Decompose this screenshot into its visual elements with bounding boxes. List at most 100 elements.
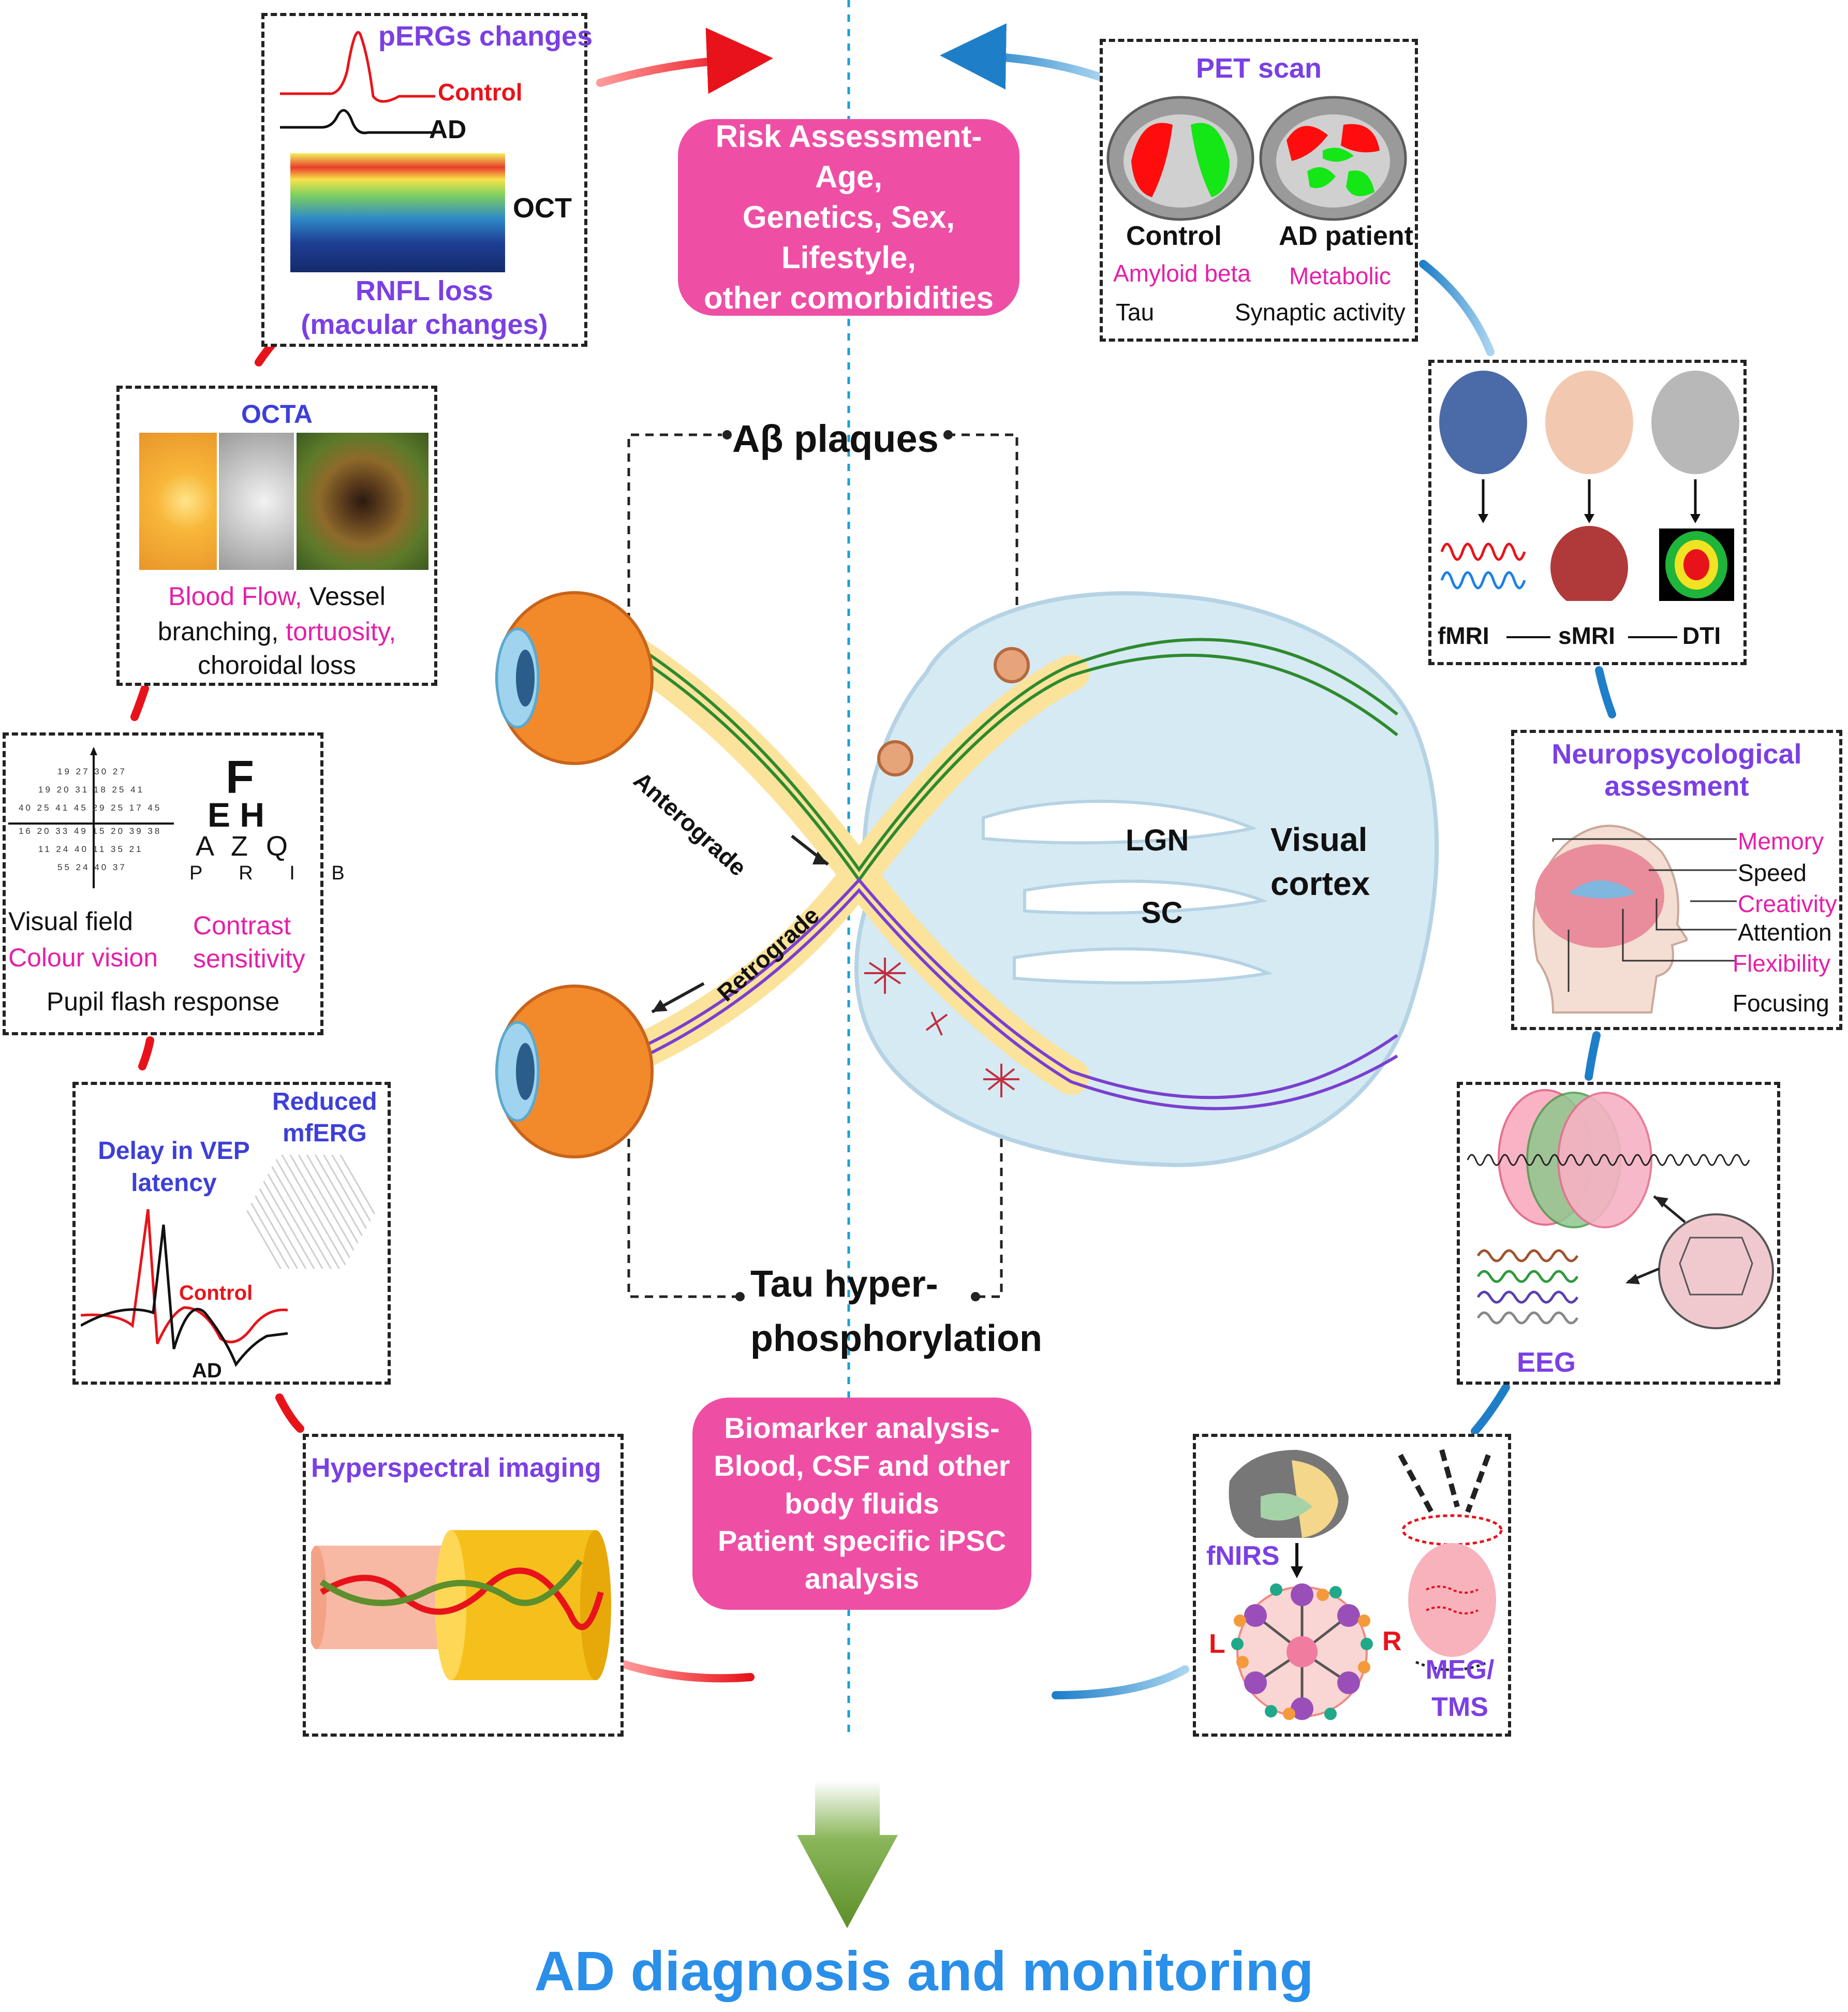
mferg-pattern-icon xyxy=(246,1155,376,1269)
tau-label: Tau xyxy=(1116,299,1155,326)
biomarker-line-5: analysis xyxy=(804,1562,920,1595)
lgn-label: LGN xyxy=(1126,824,1189,857)
visual-cortex-label-1: Visual xyxy=(1270,821,1368,858)
tortuosity-text: tortuosity, xyxy=(286,617,396,646)
eeg-illustration xyxy=(1467,1089,1774,1329)
vf-row-6: 55 24 40 37 xyxy=(57,862,127,872)
vessel-text: Vessel xyxy=(302,582,386,611)
biomarker-line-2: Blood, CSF and other xyxy=(714,1449,1010,1482)
biomarker-line-3: body fluids xyxy=(785,1487,939,1520)
contrast-label-2: sensitivity xyxy=(193,944,305,973)
vf-row-3: 40 25 41 45 29 25 17 45 xyxy=(19,803,162,813)
dti-label: DTI xyxy=(1682,622,1721,649)
synaptic-label: Synaptic activity xyxy=(1235,299,1406,326)
perg-title: pERGs changes xyxy=(378,21,593,52)
mri-connector-lines xyxy=(1506,636,1677,638)
pet-control-label: Control xyxy=(1126,221,1222,251)
rnfl-line-2: (macular changes) xyxy=(301,309,548,340)
visual-field-axes xyxy=(8,747,174,888)
creativity-label: Creativity xyxy=(1738,890,1837,917)
pet-box: PET scan Control AD patient Amyloid beta… xyxy=(1100,39,1418,342)
biomarker-line-1: Biomarker analysis- xyxy=(724,1412,1000,1444)
attention-label: Attention xyxy=(1738,919,1832,946)
fnirs-illustration xyxy=(1229,1449,1503,1720)
pet-title: PET scan xyxy=(1195,53,1322,84)
vf-row-1: 19 27 30 27 xyxy=(57,767,127,776)
fnirs-box: fNIRS L R MEG/ TMS xyxy=(1193,1434,1511,1737)
octa-line-1: Blood Flow, Vessel xyxy=(120,581,434,611)
neuro-title-2: assesment xyxy=(1604,771,1749,802)
eye-chart-row-3: A Z Q xyxy=(196,831,293,862)
octa-line-2: branching, tortuosity, xyxy=(120,616,434,647)
branching-text: branching, xyxy=(157,617,286,646)
focusing-label: Focusing xyxy=(1733,990,1829,1017)
tau-label-2: phosphorylation xyxy=(750,1318,1042,1359)
pet-ad-label: AD patient xyxy=(1279,221,1413,251)
octa-box: OCTA Blood Flow, Vessel branching, tortu… xyxy=(116,386,437,686)
delay-label-2: latency xyxy=(131,1169,217,1197)
eye-chart-row-4: P R I B xyxy=(189,862,360,884)
perg-box: pERGs changes Control AD OCT RNFL loss (… xyxy=(261,13,593,347)
down-arrow-icon xyxy=(797,1781,898,1928)
neuro-box: Neuropsycological assesment Memory Speed… xyxy=(1511,730,1842,1030)
pupil-label: Pupil flash response xyxy=(46,987,280,1016)
hyperspectral-title: Hyperspectral imaging xyxy=(311,1453,601,1483)
octa-title: OCTA xyxy=(241,400,313,429)
vf-row-4: 16 20 33 49 15 20 39 38 xyxy=(19,826,162,836)
visual-field-label: Visual field xyxy=(8,907,133,936)
eye-chart-row-2: E H xyxy=(208,796,265,834)
blood-flow-text: Blood Flow, xyxy=(168,582,302,611)
perg-control-label: Control xyxy=(438,79,523,106)
reduced-label-1: Reduced xyxy=(272,1088,377,1115)
tangle-icon xyxy=(864,958,1019,1097)
oct-label: OCT xyxy=(513,193,572,224)
vep-box: Reduced mfERG Delay in VEP latency Contr… xyxy=(72,1082,391,1385)
abeta-plaques-label: Aβ plaques xyxy=(732,417,939,460)
fa-image xyxy=(219,433,294,570)
fmri-label: fMRI xyxy=(1438,622,1489,649)
biomarker-line-4: Patient specific iPSC xyxy=(717,1524,1007,1558)
memory-label: Memory xyxy=(1738,828,1824,855)
rnfl-line-1: RNFL loss xyxy=(355,275,494,306)
sc-label: SC xyxy=(1141,896,1183,930)
eeg-box: EEG xyxy=(1457,1082,1780,1385)
vep-ad-label: AD xyxy=(192,1359,222,1382)
colour-vision-label: Colour vision xyxy=(8,943,158,972)
tau-label-1: Tau hyper- xyxy=(750,1264,938,1305)
hyperspectral-box: Hyperspectral imaging xyxy=(303,1434,624,1737)
plaque-icon xyxy=(877,740,913,776)
risk-assessment-box: Risk Assessment-Age, Genetics, Sex, Life… xyxy=(678,119,1019,316)
smri-label: sMRI xyxy=(1558,622,1615,649)
footer-title: AD diagnosis and monitoring xyxy=(534,1940,1314,2002)
plaque-icon xyxy=(994,647,1030,683)
visual-field-box: 19 27 30 27 19 20 31 18 25 41 40 25 41 4… xyxy=(3,732,345,1035)
pet-brains xyxy=(1106,96,1407,221)
fnirs-label: fNIRS xyxy=(1206,1541,1280,1571)
contrast-label-1: Contrast xyxy=(193,911,291,940)
neuro-title-1: Neuropsycological xyxy=(1551,739,1802,770)
octa-angio-image xyxy=(297,433,428,570)
eeg-label: EEG xyxy=(1517,1347,1576,1378)
vep-waveform xyxy=(81,1209,288,1368)
meg-label-1: MEG/ xyxy=(1425,1655,1495,1685)
amyloid-label: Amyloid beta xyxy=(1113,260,1251,287)
speed-label: Speed xyxy=(1738,859,1807,886)
biomarker-box: Biomarker analysis- Blood, CSF and other… xyxy=(692,1398,1031,1610)
eye-chart-row-1: F xyxy=(226,752,254,803)
choroidal-text: choroidal loss xyxy=(198,651,356,680)
meg-label-2: TMS xyxy=(1431,1692,1488,1722)
right-r-label: R xyxy=(1382,1626,1402,1656)
delay-label-1: Delay in VEP xyxy=(98,1137,250,1165)
reduced-label-2: mfERG xyxy=(283,1120,367,1147)
vep-control-label: Control xyxy=(179,1282,253,1304)
visual-cortex-label-2: cortex xyxy=(1270,865,1370,902)
fundus-image xyxy=(139,433,217,570)
vf-row-5: 11 24 40 11 35 21 xyxy=(38,844,143,854)
left-l-label: L xyxy=(1209,1629,1225,1659)
mri-box: fMRI sMRI DTI xyxy=(1428,360,1747,665)
hyperspectral-illustration xyxy=(311,1530,611,1680)
flexibility-label: Flexibility xyxy=(1733,950,1831,977)
vf-row-2: 19 20 31 18 25 41 xyxy=(38,785,145,795)
perg-ad-label: AD xyxy=(429,115,467,144)
